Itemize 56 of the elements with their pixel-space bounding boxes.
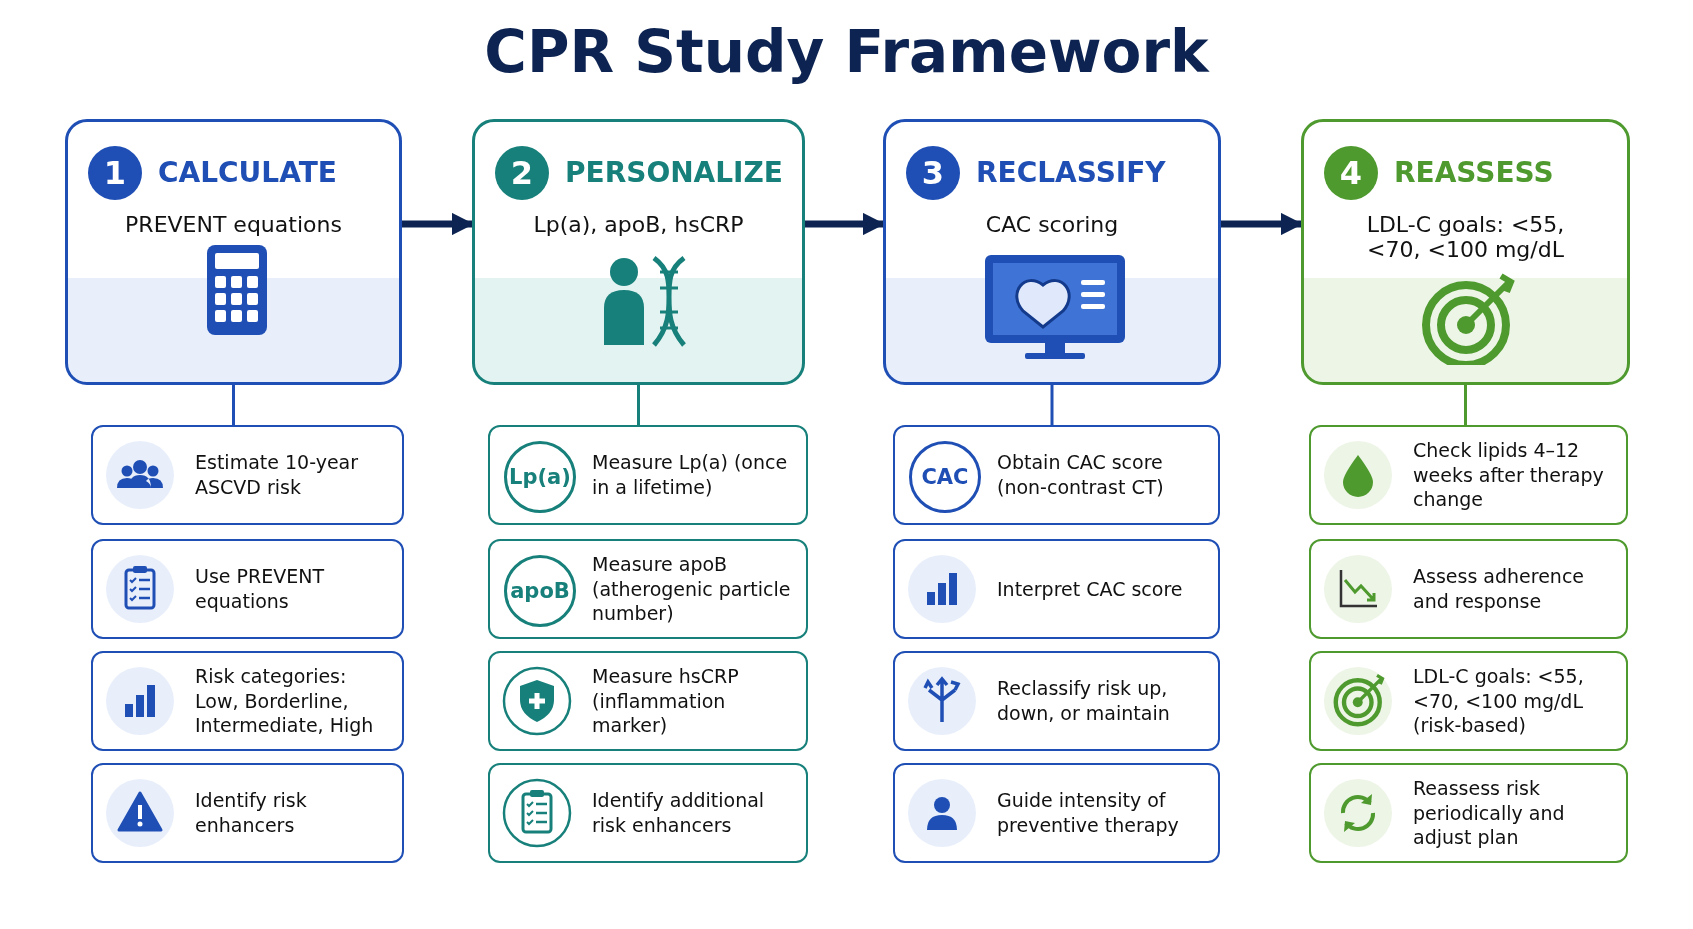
detail-text: Estimate 10-year ASCVD risk	[195, 450, 360, 500]
step-subtitle: Lp(a), apoB, hsCRP	[532, 212, 745, 237]
step-detail-card	[488, 539, 808, 639]
step-subtitle: LDL-C goals: <55, <70, <100 mg/dL	[1365, 212, 1566, 262]
step-card	[472, 119, 805, 385]
detail-text: Assess adherence and response	[1413, 564, 1586, 614]
marker-circle: apoB	[504, 555, 576, 627]
step-detail-card	[91, 763, 404, 863]
detail-text: Use PREVENT equations	[195, 564, 326, 614]
detail-text: LDL-C goals: <55, <70, <100 mg/dL (risk-based)	[1413, 663, 1585, 739]
connector-line	[1464, 385, 1467, 425]
detail-text: Measure apoB (atherogenic particle number)	[592, 551, 792, 627]
detail-text: Reassess risk periodically and adjust plan	[1413, 775, 1566, 851]
step-title: RECLASSIFY	[976, 156, 1166, 189]
step-detail-card	[1309, 425, 1628, 525]
detail-text: Measure Lp(a) (once in a lifetime)	[592, 450, 789, 500]
step-card	[883, 119, 1221, 385]
detail-text: Reclassify risk up, down, or maintain	[997, 676, 1171, 726]
step-number-badge: 3	[906, 146, 960, 200]
detail-text: Guide intensity of preventive therapy	[997, 788, 1180, 838]
step-detail-card	[893, 763, 1220, 863]
step-detail-card	[91, 539, 404, 639]
step-detail-card	[488, 425, 808, 525]
step-title: CALCULATE	[158, 156, 337, 189]
connector-line	[232, 385, 235, 425]
step-title: REASSESS	[1394, 156, 1554, 189]
detail-text: Identify risk enhancers	[195, 788, 308, 838]
step-detail-card	[488, 763, 808, 863]
marker-circle: CAC	[909, 441, 981, 513]
step-number-badge: 2	[495, 146, 549, 200]
detail-text: Identify additional risk enhancers	[592, 788, 766, 838]
step-detail-card	[91, 425, 404, 525]
step-detail-card	[91, 651, 404, 751]
detail-text: Interpret CAC score	[997, 576, 1184, 602]
step-detail-card	[893, 539, 1220, 639]
detail-text: Obtain CAC score (non-contrast CT)	[997, 450, 1165, 500]
step-card	[1301, 119, 1630, 385]
step-number-badge: 1	[88, 146, 142, 200]
diagram-title: CPR Study Framework	[483, 18, 1211, 86]
step-detail-card	[893, 425, 1220, 525]
step-detail-card	[1309, 651, 1628, 751]
step-number-badge: 4	[1324, 146, 1378, 200]
step-detail-card	[1309, 539, 1628, 639]
step-detail-card	[893, 651, 1220, 751]
detail-text: Check lipids 4–12 weeks after therapy change	[1413, 437, 1605, 513]
connector-line	[1050, 385, 1054, 425]
step-card	[65, 119, 402, 385]
step-subtitle: CAC scoring	[984, 212, 1120, 237]
connector-line	[637, 385, 640, 425]
step-detail-card	[1309, 763, 1628, 863]
step-title: PERSONALIZE	[565, 156, 783, 189]
detail-text: Measure hsCRP (inflammation marker)	[592, 663, 740, 739]
step-detail-card	[488, 651, 808, 751]
step-subtitle: PREVENT equations	[124, 212, 343, 237]
marker-circle: Lp(a)	[504, 441, 576, 513]
detail-text: Risk categories: Low, Borderline, Intermediate, High	[195, 663, 375, 739]
